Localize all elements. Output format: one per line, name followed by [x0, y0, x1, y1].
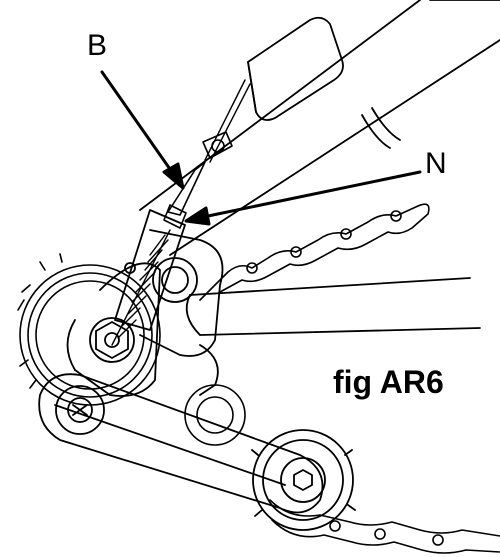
callout-label-b: B [87, 29, 107, 62]
figure-caption: fig AR6 [333, 364, 444, 400]
cable-spring [111, 229, 171, 346]
callout-b-arrowhead [162, 162, 185, 190]
callout-n-arrowhead [184, 206, 211, 226]
derailleur-cage [38, 373, 324, 514]
brake-caliper [247, 16, 401, 149]
upper-chain [199, 203, 430, 301]
callout-n-leader [206, 170, 422, 218]
lower-chain [269, 499, 500, 554]
derailleur-body [66, 209, 186, 397]
cassette-sprocket [17, 253, 161, 406]
cage-pivot-bolt [55, 385, 105, 435]
dropout-hanger [139, 229, 224, 396]
callout-b-leader [100, 70, 174, 174]
seat-stay [139, 0, 500, 256]
tension-pulley [251, 429, 356, 531]
pivot-bolt [89, 317, 135, 363]
guide-pulley [184, 384, 246, 446]
leader-arrows [100, 70, 422, 226]
shift-cable [204, 79, 251, 163]
barrel-adjuster [163, 131, 233, 229]
callout-label-n: N [425, 147, 447, 180]
